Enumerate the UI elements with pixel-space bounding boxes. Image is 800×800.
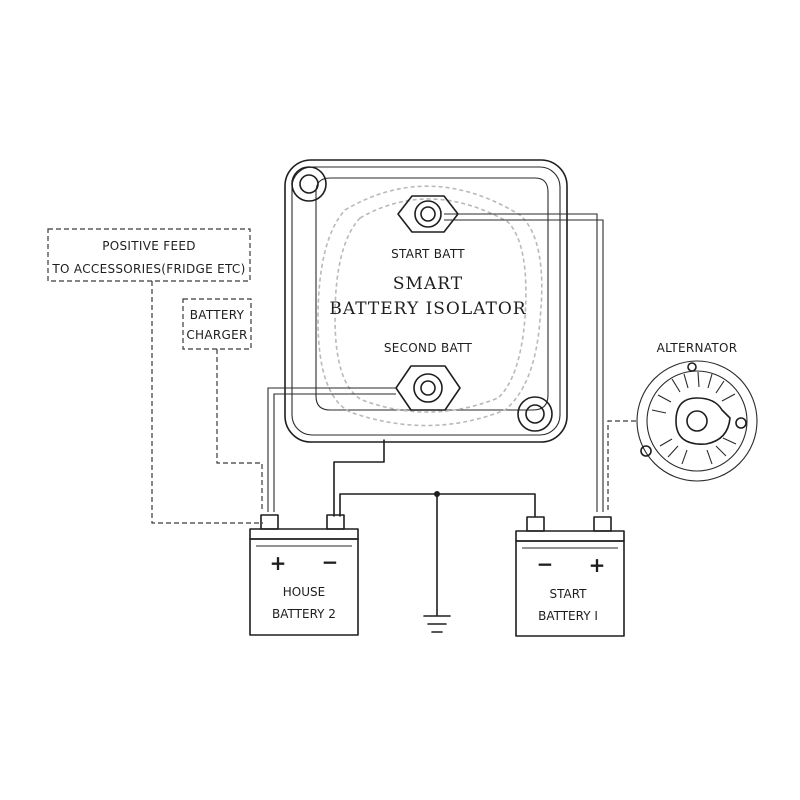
start-battery: − + START BATTERY I bbox=[515, 516, 625, 637]
start-batt-label: START BATT bbox=[391, 247, 465, 261]
house-battery-minus: − bbox=[322, 550, 339, 574]
charger-box: BATTERY CHARGER bbox=[182, 298, 252, 350]
charger-box-line2: CHARGER bbox=[186, 328, 247, 342]
accessories-box: POSITIVE FEED TO ACCESSORIES(FRIDGE ETC) bbox=[47, 228, 251, 282]
start-battery-plus: + bbox=[589, 553, 606, 577]
wire-second-batt-inner bbox=[273, 393, 396, 512]
house-battery: + − HOUSE BATTERY 2 bbox=[249, 514, 359, 636]
charger-box-line1: BATTERY bbox=[190, 308, 245, 322]
wire-accessories-feed bbox=[151, 281, 263, 524]
wire-alternator-feed bbox=[607, 420, 636, 512]
wire-start-batt bbox=[444, 213, 604, 512]
isolator-face bbox=[315, 177, 549, 411]
accessories-box-line2: TO ACCESSORIES(FRIDGE ETC) bbox=[51, 262, 245, 276]
start-battery-terminal-pos bbox=[593, 516, 612, 532]
isolator-inner-panel bbox=[291, 166, 561, 436]
ground-icon bbox=[423, 615, 451, 633]
house-battery-line1: HOUSE bbox=[283, 585, 325, 599]
isolator-title-line1: SMART bbox=[393, 274, 463, 294]
isolator-housing bbox=[284, 159, 568, 443]
alternator-label: ALTERNATOR bbox=[657, 341, 738, 355]
start-battery-line1: START bbox=[549, 587, 587, 601]
accessories-box-line1: POSITIVE FEED bbox=[102, 239, 196, 253]
isolator-ghost-outline bbox=[317, 185, 543, 427]
mount-hole-bottom-right bbox=[517, 396, 553, 432]
isolator-ghost-inner bbox=[334, 198, 527, 413]
house-battery-terminal-neg bbox=[326, 514, 345, 530]
second-batt-terminal bbox=[395, 365, 461, 411]
start-batt-terminal bbox=[397, 195, 459, 233]
wire-charger-feed bbox=[216, 349, 263, 512]
isolator-title-line2: BATTERY ISOLATOR bbox=[329, 299, 526, 319]
house-battery-plus: + bbox=[270, 551, 287, 575]
mount-hole-top-left bbox=[291, 166, 327, 202]
battery-isolator: START BATT SMART BATTERY ISOLATOR SECOND… bbox=[284, 159, 568, 443]
wire-ground-bus bbox=[333, 439, 536, 616]
start-battery-line2: BATTERY I bbox=[538, 609, 598, 623]
start-battery-minus: − bbox=[537, 552, 554, 576]
house-battery-line2: BATTERY 2 bbox=[272, 607, 336, 621]
start-battery-terminal-neg bbox=[526, 516, 545, 532]
second-batt-label: SECOND BATT bbox=[384, 341, 473, 355]
alternator: ALTERNATOR bbox=[636, 341, 758, 482]
wire-second-batt bbox=[267, 387, 396, 512]
house-battery-terminal-pos bbox=[260, 514, 279, 530]
